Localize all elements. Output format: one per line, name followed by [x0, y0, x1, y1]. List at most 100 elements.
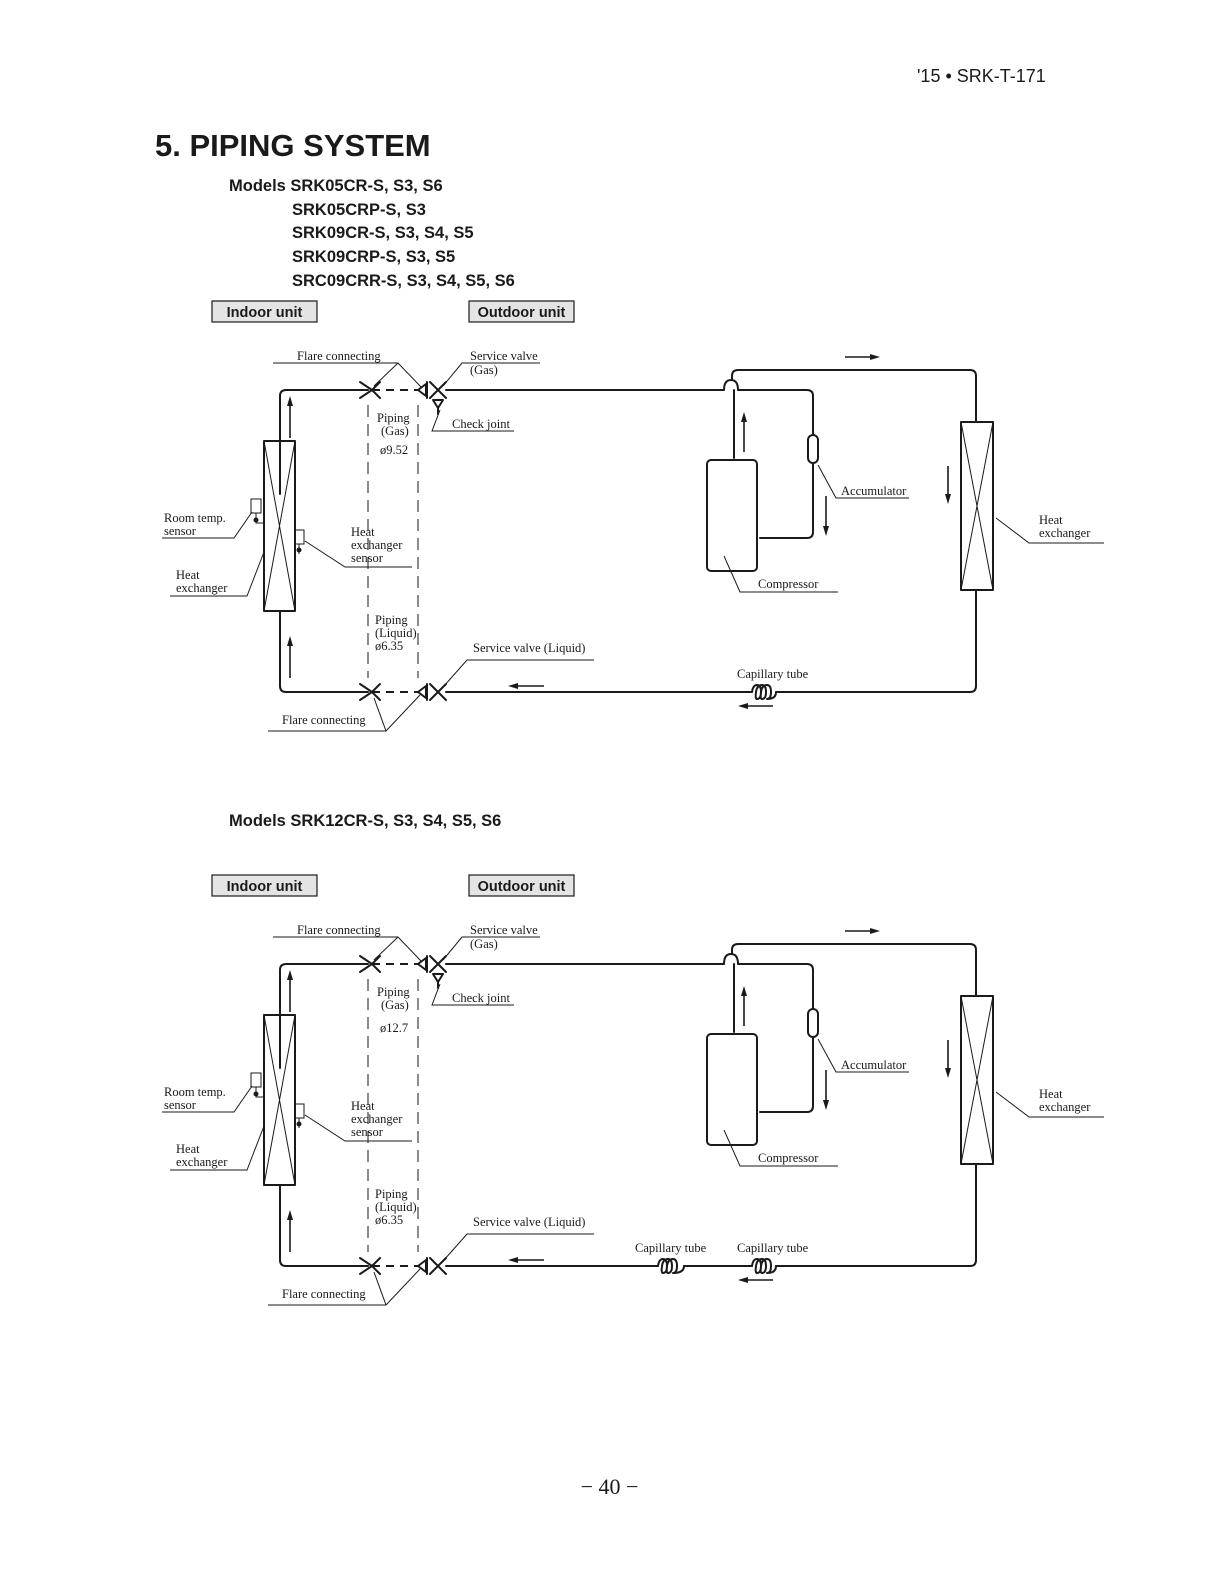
label-compressor: Compressor [723, 555, 838, 593]
flow-arrow [845, 928, 880, 934]
label-piping-liquid: Piping (Liquid) ø6.35 [375, 1187, 417, 1227]
room-temp-sensor-icon [250, 1072, 263, 1098]
label-accumulator: Accumulator [817, 464, 909, 499]
piping-diagram-2: Indoor unit Outdoor unit [162, 874, 1104, 1306]
svg-text:Compressor: Compressor [758, 1151, 819, 1165]
capillary-tube-icon [657, 1258, 685, 1274]
flare-connector-liquid [359, 1257, 381, 1275]
svg-text:Check joint: Check joint [452, 417, 511, 431]
label-service-valve-gas: Service valve (Gas) [442, 349, 540, 387]
flow-arrow [823, 496, 829, 536]
label-piping-liquid: Piping (Liquid) ø6.35 [375, 613, 417, 653]
label-capillary-tube: Capillary tube [737, 667, 809, 681]
svg-text:ø6.35: ø6.35 [375, 639, 403, 653]
flow-arrow [287, 396, 293, 438]
outdoor-unit-tag: Outdoor unit [468, 874, 575, 897]
svg-text:Piping: Piping [377, 985, 410, 999]
svg-text:Heat: Heat [1039, 1087, 1063, 1101]
label-piping-gas: Piping (Gas) ø12.7 [377, 985, 410, 1035]
model-line: Models SRK12CR-S, S3, S4, S5, S6 [229, 812, 502, 830]
svg-text:Piping: Piping [375, 613, 408, 627]
outdoor-unit-tag: Outdoor unit [468, 300, 575, 323]
svg-text:Check joint: Check joint [452, 991, 511, 1005]
svg-text:exchanger: exchanger [351, 538, 403, 552]
svg-text:Indoor unit: Indoor unit [227, 305, 303, 321]
accumulator-icon [807, 434, 819, 464]
flow-arrow [845, 354, 880, 360]
model-line: SRK09CRP-S, S3, S5 [292, 248, 456, 267]
outdoor-heat-exchanger-icon [960, 421, 994, 591]
label-indoor-heat-exchanger: Heat exchanger [170, 551, 265, 597]
piping-diagram-1: Indoor unit Outdoor unit [162, 300, 1104, 732]
svg-text:Piping: Piping [377, 411, 410, 425]
svg-text:Flare connecting: Flare connecting [282, 1287, 366, 1301]
svg-text:Flare connecting: Flare connecting [282, 713, 366, 727]
svg-text:Room temp.: Room temp. [164, 511, 226, 525]
svg-text:Piping: Piping [375, 1187, 408, 1201]
label-outdoor-heat-exchanger: Heat exchanger [995, 513, 1104, 544]
label-accumulator: Accumulator [817, 1038, 909, 1073]
document-code: '15 • SRK-T-171 [917, 66, 1046, 86]
svg-text:Capillary tube: Capillary tube [635, 1241, 707, 1255]
svg-text:(Liquid): (Liquid) [375, 1200, 417, 1214]
room-temp-sensor-icon [250, 498, 263, 524]
capillary-tube-icon [751, 684, 777, 700]
svg-text:(Gas): (Gas) [470, 937, 498, 951]
flare-connector-gas [359, 955, 381, 973]
svg-text:Outdoor unit: Outdoor unit [478, 879, 566, 895]
svg-text:Capillary tube: Capillary tube [737, 667, 809, 681]
svg-text:Heat: Heat [176, 1142, 200, 1156]
service-valve-liquid [417, 1257, 447, 1275]
svg-text:exchanger: exchanger [176, 1155, 228, 1169]
svg-text:Room temp.: Room temp. [164, 1085, 226, 1099]
model-list-1: Models SRK05CR-S, S3, S6 SRK05CRP-S, S3 … [229, 175, 515, 294]
label-room-temp-sensor: Room temp. sensor [162, 511, 253, 539]
label-outdoor-heat-exchanger: Heat exchanger [995, 1087, 1104, 1118]
indoor-unit-tag: Indoor unit [211, 874, 318, 897]
compressor-icon [706, 1033, 758, 1146]
service-valve-gas [417, 381, 447, 415]
flare-connector-gas [359, 381, 381, 399]
label-piping-gas: Piping (Gas) ø9.52 [377, 411, 410, 457]
model-line: SRK09CR-S, S3, S4, S5 [292, 224, 474, 243]
svg-text:ø6.35: ø6.35 [375, 1213, 403, 1227]
flare-connector-liquid [359, 683, 381, 701]
flow-arrow [287, 970, 293, 1012]
label-flare-connecting-gas: Flare connecting [273, 923, 423, 963]
svg-text:(Gas): (Gas) [381, 998, 409, 1012]
svg-text:exchanger: exchanger [176, 581, 228, 595]
svg-text:Accumulator: Accumulator [841, 1058, 907, 1072]
svg-text:Outdoor unit: Outdoor unit [478, 305, 566, 321]
svg-text:sensor: sensor [351, 551, 384, 565]
svg-text:Service valve (Liquid): Service valve (Liquid) [473, 1215, 585, 1229]
flow-arrow [945, 466, 951, 504]
heat-exchanger-sensor-icon [294, 529, 305, 554]
service-valve-gas [417, 955, 447, 989]
label-flare-connecting-gas: Flare connecting [273, 349, 423, 389]
svg-text:Service valve (Liquid): Service valve (Liquid) [473, 641, 585, 655]
svg-text:ø9.52: ø9.52 [380, 443, 408, 457]
svg-text:exchanger: exchanger [351, 1112, 403, 1126]
gas-pipe [279, 369, 977, 539]
label-check-joint: Check joint [431, 409, 514, 432]
label-heat-exchanger-sensor: Heat exchanger sensor [304, 1099, 412, 1142]
indoor-unit-tag: Indoor unit [211, 300, 318, 323]
label-flare-connecting-liquid: Flare connecting [268, 694, 421, 732]
model-line: SRK05CRP-S, S3 [292, 200, 426, 219]
label-compressor: Compressor [723, 1129, 838, 1167]
flow-arrow [945, 1040, 951, 1078]
svg-text:(Gas): (Gas) [381, 424, 409, 438]
page-number: − 40 − [580, 1474, 639, 1499]
label-service-valve-gas: Service valve (Gas) [442, 923, 540, 961]
flow-arrow [508, 1257, 544, 1263]
flow-arrow [741, 986, 747, 1026]
outdoor-heat-exchanger-icon [960, 995, 994, 1165]
model-line: Models SRK05CR-S, S3, S6 [229, 177, 443, 195]
svg-text:Flare connecting: Flare connecting [297, 349, 381, 363]
flow-arrow [738, 703, 773, 709]
flow-arrow [508, 683, 544, 689]
svg-text:sensor: sensor [164, 524, 197, 538]
label-capillary-tube-2: Capillary tube [737, 1241, 809, 1255]
flow-arrow [287, 1210, 293, 1252]
label-flare-connecting-liquid: Flare connecting [268, 1268, 421, 1306]
